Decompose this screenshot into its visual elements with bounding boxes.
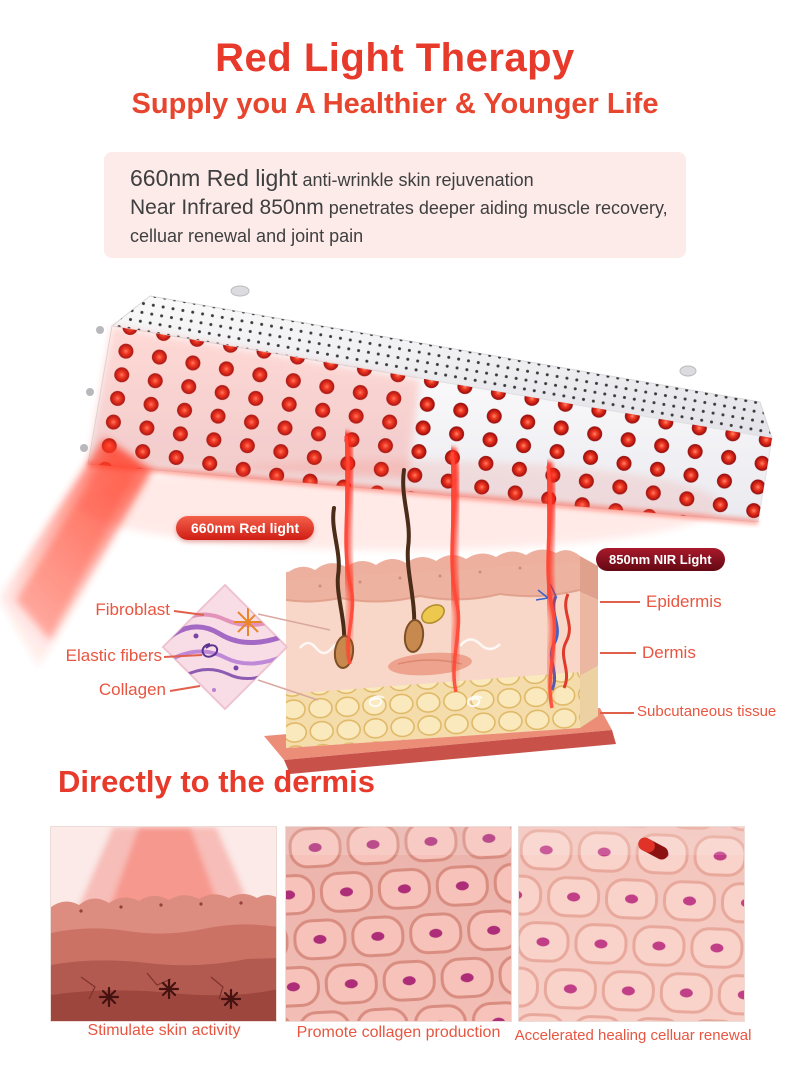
led-panel-illustration [80, 285, 773, 550]
collagen-fibre [459, 638, 501, 651]
crack-lines [80, 972, 224, 1000]
hair-shaft [401, 468, 417, 632]
benefit-illustration-stimulate-skin [51, 827, 276, 1021]
activity-starbursts [98, 978, 242, 1010]
main-illustration [0, 285, 773, 774]
ambient-glow [80, 460, 720, 550]
cell-pattern [286, 827, 511, 1021]
badge-660nm-red-light: 660nm Red light [176, 516, 315, 540]
benefit-illustration-collagen-cells [286, 827, 511, 1021]
cell-pattern [519, 827, 744, 1021]
collagen-coil [368, 695, 385, 708]
panel-knob [230, 285, 250, 297]
panel-red-wash [88, 326, 420, 478]
info-line-2: Near Infrared 850nm penetrates deeper ai… [130, 194, 668, 222]
panel-screw [80, 444, 88, 452]
label-collagen: Collagen [98, 680, 166, 699]
panel-screw [96, 326, 104, 334]
info-line-1: 660nm Red light anti-wrinkle skin rejuve… [130, 164, 660, 194]
benefit-panel-2 [285, 826, 512, 1022]
info-line-3: celluar renewal and joint pain [130, 226, 364, 246]
page-subtitle: Supply you A Healthier & Younger Life [131, 88, 659, 120]
panel-knob [679, 365, 697, 377]
pointer-lines [163, 601, 640, 714]
side-subcutaneous [580, 666, 598, 728]
page-title: Red Light Therapy [215, 36, 575, 80]
section-title: Directly to the dermis [58, 764, 375, 799]
badge-850nm-nir-light: 850nm NIR Light [596, 548, 725, 571]
sebaceous-gland [421, 604, 445, 624]
info-line2-highlight: Near Infrared 850nm [130, 196, 324, 219]
info-box: 660nm Red light anti-wrinkle skin rejuve… [104, 152, 686, 258]
label-subcutaneous-tissue: Subcutaneous tissue [637, 703, 777, 720]
collagen-coil [201, 643, 219, 658]
side-epidermis [580, 556, 598, 600]
artery [561, 593, 571, 689]
skin-surface-bumps [286, 549, 580, 580]
benefit-illustration-healing-cells [519, 827, 744, 1021]
pointer-elastic-fibers [163, 654, 203, 658]
label-elastic-fibers: Elastic fibers [65, 646, 162, 665]
elastic-fibre-strand [166, 624, 285, 646]
callout-line [257, 613, 331, 631]
pointer-collagen [169, 685, 201, 692]
fibroblast-sparkle [234, 608, 262, 636]
info-line1-highlight: 660nm Red light [130, 165, 298, 191]
side-dermis [580, 592, 598, 676]
red-light-beams [0, 431, 560, 713]
benefit-panel-1 [50, 826, 277, 1022]
hair-shaft [331, 506, 347, 648]
skin-cross-section [286, 468, 598, 748]
caption-stimulate-skin-activity: Stimulate skin activity [87, 1022, 241, 1039]
collagen-coil [466, 695, 483, 708]
label-dermis: Dermis [642, 643, 696, 662]
label-epidermis: Epidermis [646, 592, 722, 611]
pointer-fibroblast [173, 610, 205, 616]
hair-follicle [403, 619, 425, 653]
callout-line [257, 679, 319, 701]
label-fibroblast: Fibroblast [95, 600, 170, 619]
info-line2-text: penetrates deeper aiding muscle recovery… [323, 198, 668, 218]
info-line1-text: anti-wrinkle skin rejuvenation [297, 170, 534, 190]
caption-promote-collagen-production: Promote collagen production [296, 1024, 501, 1041]
capsule-icon [638, 837, 669, 860]
benefit-panel-3 [518, 826, 745, 1022]
panel-screw [86, 388, 94, 396]
caption-accelerated-healing: Accelerated healing celluar renewal [514, 1027, 752, 1044]
